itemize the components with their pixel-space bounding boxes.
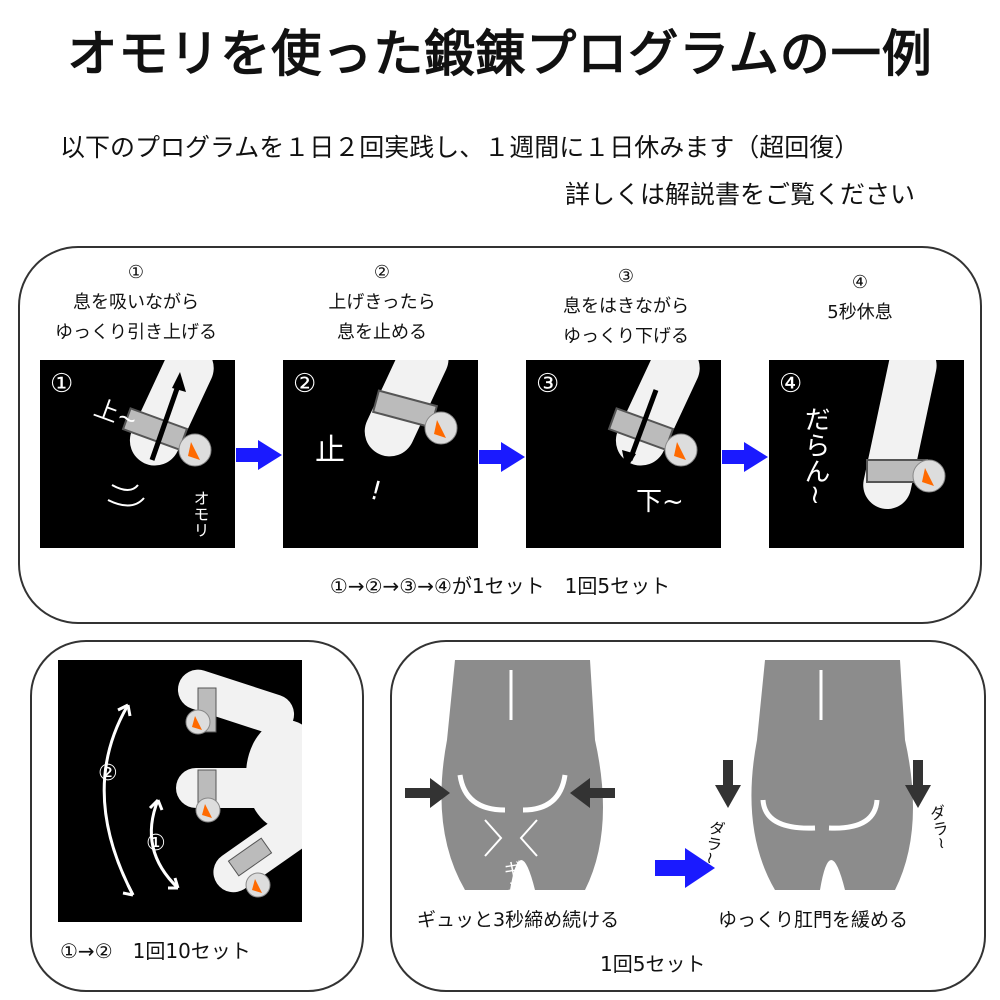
weight-flame-icon <box>188 442 200 460</box>
panel-2-text: 止 <box>315 433 345 468</box>
swing-caption: ①→② 1回10セット <box>60 939 251 963</box>
swing-arc-1-icon <box>149 799 180 890</box>
panel-2-exclaim: ! <box>367 476 385 508</box>
panel-1-text: 上~ <box>90 394 141 435</box>
weight-label: オモリ <box>191 490 210 538</box>
step-3-line2: ゆっくり下げる <box>563 326 689 347</box>
swing-label-1: ① <box>146 831 166 856</box>
weight-flame-icon <box>922 468 934 486</box>
relax-arrow-left-icon <box>715 760 741 808</box>
relax-arrow-right-icon <box>905 760 931 808</box>
step-3-caption: ③ 息をはきながら ゆっくり下げる <box>516 262 736 352</box>
panel-3-number: ③ <box>536 369 559 399</box>
step-4-line1: 5秒休息 <box>827 302 893 323</box>
step-2-line2: 息を止める <box>337 322 427 343</box>
step-1-number: ① <box>127 262 145 283</box>
next-arrow-icon <box>722 442 768 472</box>
step-4-panel: ④ だらん~ <box>769 360 964 548</box>
step-3-line1: 息をはきながら <box>563 296 689 317</box>
step-2-caption: ② 上げきったら 息を止める <box>272 258 492 348</box>
step-1-panel: ① 上~ オモリ <box>40 360 235 548</box>
intro-line-2: 詳しくは解説書をご覧ください <box>565 180 916 209</box>
shaft-mid-shape <box>176 768 296 808</box>
up-arrow-icon <box>149 379 183 461</box>
swing-panel: ② ① <box>58 660 302 922</box>
kegel-sets: 1回5セット <box>600 952 706 976</box>
next-arrow-icon <box>236 440 282 470</box>
body-right-shape <box>751 660 913 890</box>
kegel-illustration: ギュッ ダラ~ ダラ~ <box>405 660 953 900</box>
step-4-number: ④ <box>851 272 869 293</box>
step-1-caption: ① 息を吸いながら ゆっくり引き上げる <box>26 258 246 348</box>
kegel-caption-right: ゆっくり肛門を緩める <box>718 909 909 931</box>
weight-flame-icon <box>434 420 446 438</box>
panel-1-number: ① <box>50 369 73 399</box>
panel-3-text: 下~ <box>636 487 684 517</box>
squeeze-arrow-right-icon <box>570 778 615 808</box>
step-2-number: ② <box>373 262 391 283</box>
step-3-panel: ③ 下~ <box>526 360 721 548</box>
set-summary: ①→②→③→④が1セット 1回5セット <box>329 574 671 598</box>
ring-weight-icon <box>227 837 273 877</box>
squeeze-text: ギュッ <box>501 860 522 900</box>
intro-line-1: 以下のプログラムを１日２回実践し、１週間に１日休みます（超回復） <box>60 133 860 162</box>
shaft-shape <box>364 360 449 457</box>
down-arrow-icon <box>627 389 659 461</box>
swing-label-2: ② <box>98 761 118 786</box>
step-2-panel: ② 止 ! <box>283 360 478 548</box>
step-1-line1: 息を吸いながら <box>73 292 199 313</box>
step-4-caption: ④ 5秒休息 <box>750 268 970 328</box>
body-left-shape <box>441 660 603 890</box>
motion-lines-icon <box>111 484 139 491</box>
panel-2-number: ② <box>293 369 316 399</box>
step-1-line2: ゆっくり引き上げる <box>55 322 217 343</box>
relax-text-left: ダラ~ <box>700 818 727 866</box>
panel-4-number: ④ <box>779 369 802 399</box>
next-arrow-icon <box>655 848 715 888</box>
step-2-line1: 上げきったら <box>328 292 436 313</box>
swing-arc-2-icon <box>102 704 135 896</box>
panel-4-text: だらん~ <box>800 406 830 506</box>
step-3-number: ③ <box>617 266 635 287</box>
relax-text-right: ダラ~ <box>926 803 953 851</box>
shaft-up-shape <box>177 669 295 735</box>
page-title: オモリを使った鍛錬プログラムの一例 <box>67 25 933 83</box>
weight-flame-icon <box>674 442 686 460</box>
next-arrow-icon <box>479 442 525 472</box>
squeeze-arrow-left-icon <box>405 778 450 808</box>
kegel-caption-left: ギュッと3秒締め続ける <box>417 909 620 931</box>
